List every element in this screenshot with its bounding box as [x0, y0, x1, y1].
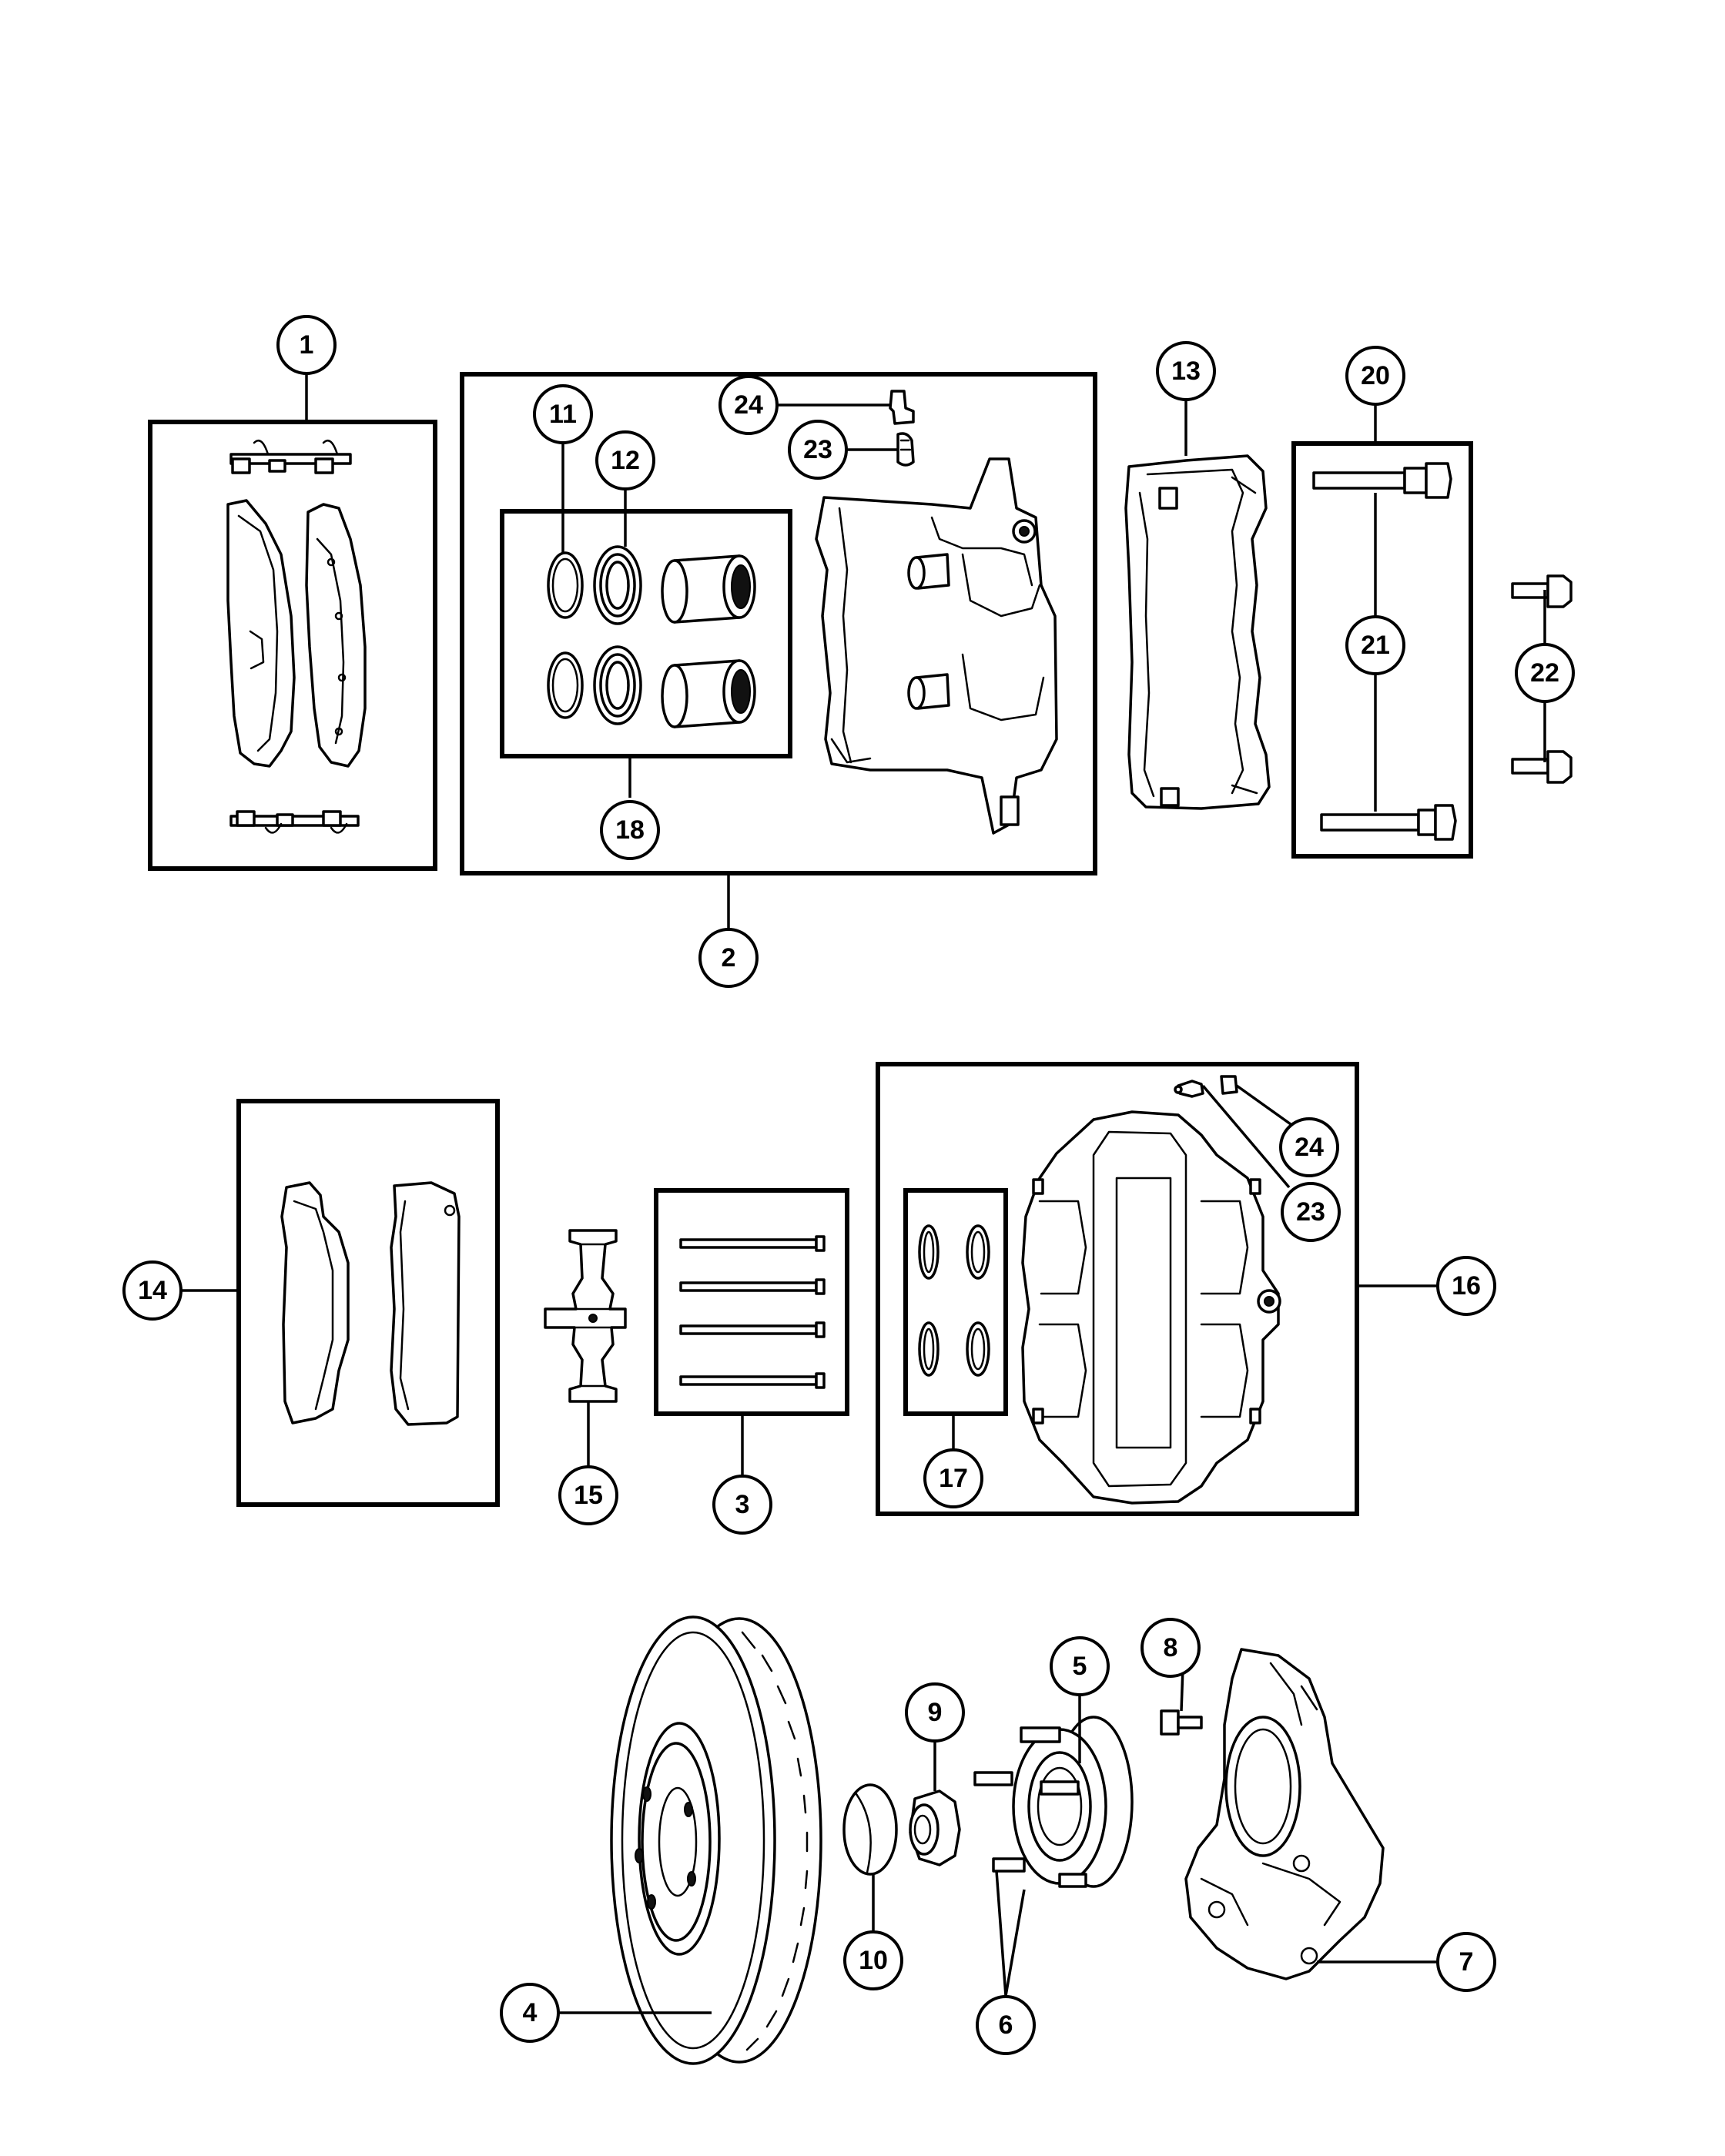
callout-21-label: 21: [1361, 631, 1390, 660]
frame-pads-lower: [236, 1099, 500, 1507]
callout-22-label: 22: [1530, 658, 1559, 688]
callout-24-lower-label: 24: [1295, 1133, 1324, 1162]
callout-6-label: 6: [999, 2010, 1013, 2040]
callout-5-label: 5: [1073, 1652, 1087, 1681]
frame-brake-pad-kit: [148, 420, 437, 871]
callout-16: 16: [1436, 1256, 1496, 1316]
callout-8-label: 8: [1164, 1633, 1178, 1662]
callout-15-label: 15: [574, 1481, 603, 1510]
frame-caliper-lower: [876, 1062, 1359, 1516]
hub-nut-drawing: [909, 1789, 961, 1866]
brake-pad-kit-drawing: [226, 439, 367, 834]
callout-6: 6: [976, 1995, 1036, 2055]
brake-rotor-drawing: [610, 1615, 822, 2065]
callout-2: 2: [698, 928, 759, 988]
callout-20: 20: [1345, 346, 1405, 406]
callout-9: 9: [905, 1682, 965, 1743]
callout-13-label: 13: [1171, 357, 1201, 386]
callout-23-lower: 23: [1281, 1182, 1341, 1242]
callout-13: 13: [1156, 341, 1216, 401]
callout-10: 10: [843, 1930, 903, 1990]
frame-seal-kit-lower: [903, 1188, 1008, 1416]
callout-24-upper: 24: [718, 375, 779, 435]
callout-18-label: 18: [615, 815, 645, 845]
callout-12: 12: [595, 430, 655, 490]
seal-piston-kit-drawing: [547, 545, 756, 728]
callout-15: 15: [558, 1465, 618, 1525]
callout-18: 18: [600, 800, 660, 860]
dust-cap-drawing: [842, 1783, 898, 1876]
pin-set-drawing: [679, 1235, 826, 1389]
callout-1-label: 1: [300, 330, 314, 360]
shield-bolt-drawing: [1160, 1709, 1203, 1736]
frame-seal-piston-kit: [500, 509, 792, 758]
callout-12-label: 12: [611, 446, 640, 475]
callout-22: 22: [1515, 643, 1575, 703]
callout-23-upper: 23: [788, 420, 848, 480]
callout-9-label: 9: [928, 1698, 943, 1727]
callout-8: 8: [1141, 1618, 1201, 1678]
callout-17: 17: [923, 1448, 983, 1508]
callout-16-label: 16: [1452, 1271, 1481, 1301]
callout-24-upper-label: 24: [734, 390, 763, 420]
callout-14-label: 14: [138, 1276, 167, 1305]
dust-shield-drawing: [1184, 1648, 1385, 1980]
callout-21: 21: [1345, 615, 1405, 675]
anti-rattle-clip-drawing: [544, 1229, 627, 1403]
callout-4: 4: [500, 1983, 560, 2043]
callout-17-label: 17: [939, 1464, 968, 1493]
callout-3-label: 3: [735, 1490, 750, 1519]
callout-4-label: 4: [523, 1998, 538, 2027]
callout-5: 5: [1050, 1636, 1110, 1696]
callout-1: 1: [276, 315, 337, 375]
callout-11-label: 11: [549, 400, 577, 429]
caliper-upper-drawing: [815, 457, 1058, 835]
callout-2-label: 2: [722, 943, 736, 973]
callout-23-upper-label: 23: [803, 435, 832, 464]
callout-7: 7: [1436, 1932, 1496, 1992]
pads-lower-drawing: [280, 1181, 461, 1426]
caliper-lower-drawing: [1021, 1110, 1281, 1505]
callout-3: 3: [712, 1475, 772, 1535]
callout-14: 14: [122, 1260, 183, 1321]
guide-pin-kit-drawing: [1312, 462, 1457, 841]
bleeder-parts-lower: [1174, 1075, 1238, 1098]
callout-23-lower-label: 23: [1296, 1197, 1325, 1227]
callout-7-label: 7: [1459, 1947, 1474, 1977]
seal-kit-lower-drawing: [918, 1224, 990, 1377]
frame-pin-set: [654, 1188, 849, 1416]
callout-20-label: 20: [1361, 361, 1390, 390]
hub-bearing-drawing: [973, 1716, 1134, 1888]
bracket-bolts-drawing: [1511, 574, 1573, 784]
callout-10-label: 10: [859, 1946, 888, 1975]
callout-24-lower: 24: [1279, 1117, 1339, 1177]
frame-guide-pin-kit: [1291, 441, 1473, 859]
leader-lines: [182, 374, 1546, 2014]
callout-11: 11: [533, 384, 593, 444]
frame-caliper-assembly: [460, 372, 1097, 875]
bleeder-parts-upper: [889, 390, 915, 467]
caliper-bracket-drawing: [1124, 454, 1271, 810]
